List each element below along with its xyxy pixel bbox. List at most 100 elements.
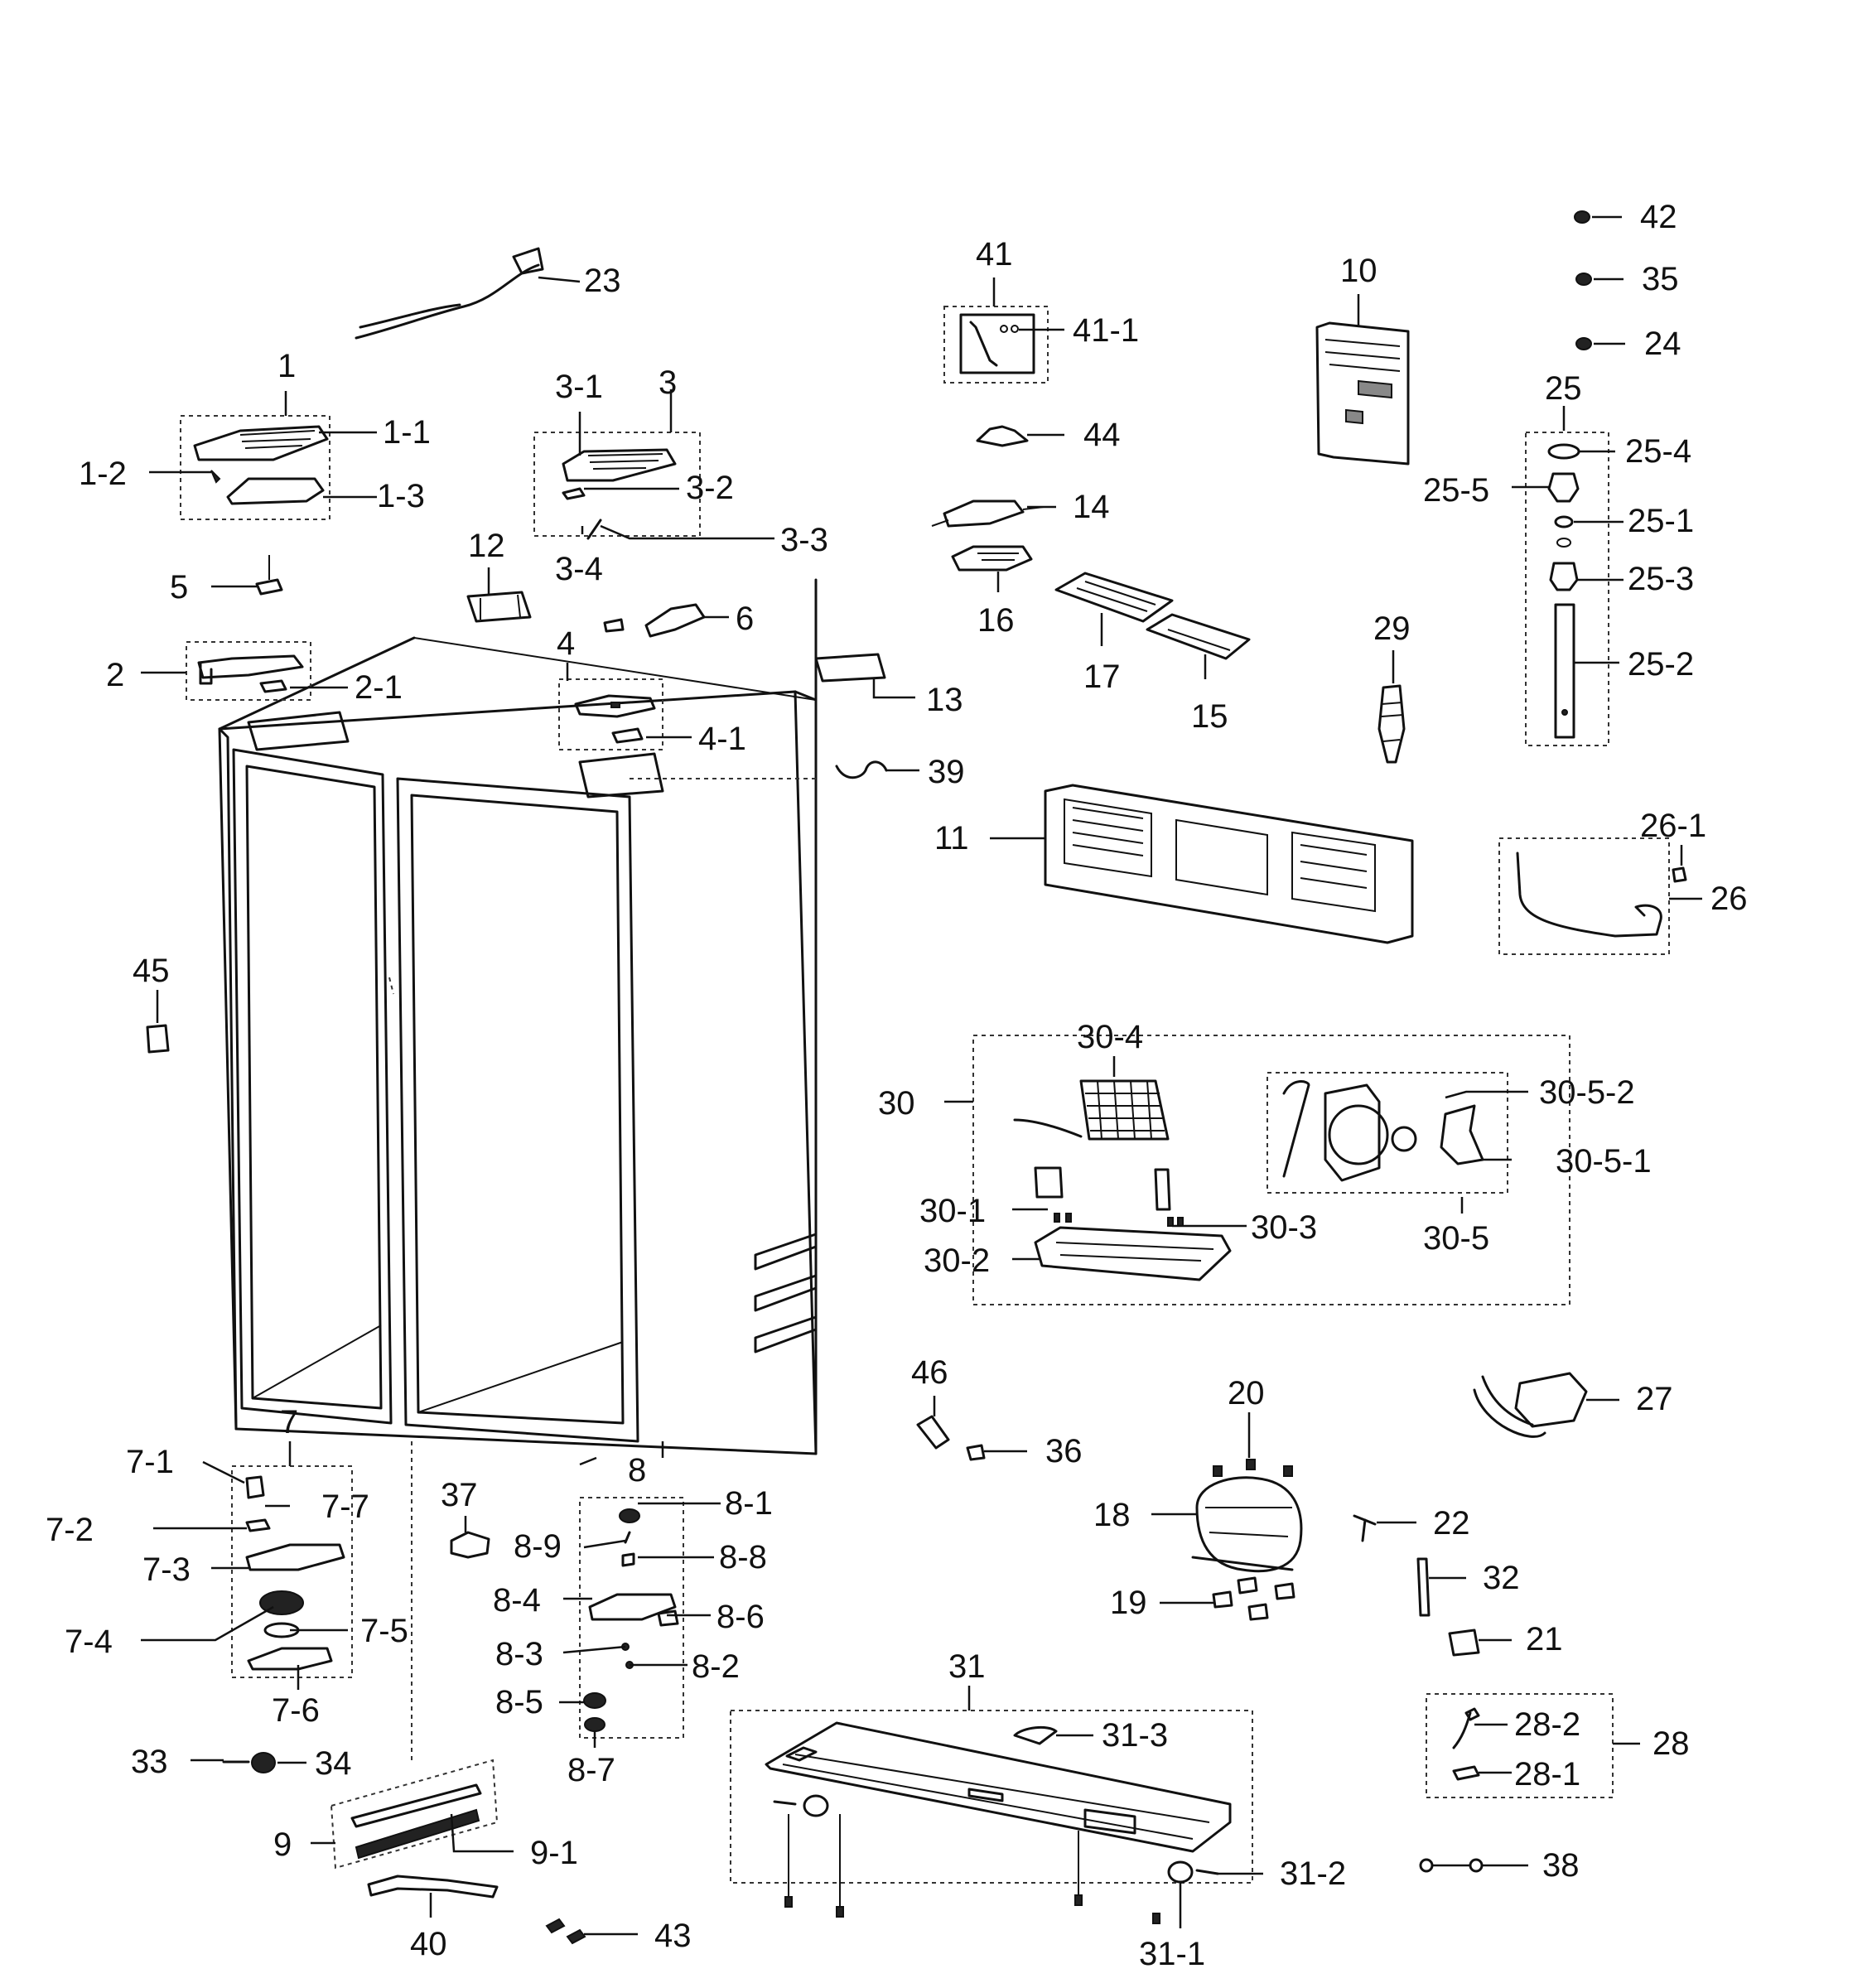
part-28-1 <box>1452 1765 1480 1781</box>
part-11 <box>1044 784 1414 944</box>
part-8-7 <box>584 1717 606 1732</box>
label-25-4: 25-4 <box>1625 433 1691 470</box>
label-8: 8 <box>628 1452 646 1489</box>
part-8-5 <box>583 1692 606 1709</box>
label-1-1: 1-1 <box>383 414 431 451</box>
label-26-1: 26-1 <box>1640 808 1706 844</box>
label-30-3: 30-3 <box>1251 1209 1317 1246</box>
part-20-bolts <box>1213 1459 1293 1477</box>
part-39 <box>835 760 888 779</box>
part-31-3 <box>1013 1725 1058 1745</box>
label-8-1: 8-1 <box>725 1485 773 1522</box>
label-26: 26 <box>1710 881 1748 917</box>
label-30-1: 30-1 <box>919 1193 986 1229</box>
part-1-3-plate <box>226 477 325 505</box>
label-21: 21 <box>1526 1621 1563 1657</box>
group-box-2 <box>186 641 311 701</box>
label-24: 24 <box>1644 326 1681 362</box>
group-box-41 <box>943 306 1049 384</box>
label-3-1: 3-1 <box>555 369 603 405</box>
label-37: 37 <box>441 1477 478 1513</box>
label-8-3: 8-3 <box>495 1636 543 1672</box>
part-17 <box>1054 572 1174 623</box>
label-35: 35 <box>1642 261 1679 297</box>
label-15: 15 <box>1191 698 1228 735</box>
label-30-2: 30-2 <box>924 1242 990 1279</box>
part-29 <box>1377 684 1406 764</box>
label-6: 6 <box>736 601 754 637</box>
label-38: 38 <box>1542 1847 1580 1884</box>
part-24 <box>1575 337 1592 350</box>
group-box-7 <box>231 1465 353 1678</box>
label-7-5: 7-5 <box>360 1613 408 1649</box>
part-4 <box>574 694 656 718</box>
label-9: 9 <box>273 1826 292 1863</box>
part-2 <box>197 654 304 679</box>
part-16 <box>951 545 1033 572</box>
label-41-1: 41-1 <box>1073 312 1139 349</box>
label-9-1: 9-1 <box>530 1835 578 1871</box>
label-41: 41 <box>976 236 1013 273</box>
part-37 <box>450 1531 490 1559</box>
label-10: 10 <box>1340 253 1377 289</box>
label-3-4: 3-4 <box>555 551 603 587</box>
part-18-compressor <box>1195 1476 1303 1573</box>
label-29: 29 <box>1373 610 1411 647</box>
cabinet <box>218 578 818 1455</box>
label-45: 45 <box>133 953 170 989</box>
group-box-30-5 <box>1266 1072 1508 1194</box>
label-3: 3 <box>659 364 677 401</box>
label-4: 4 <box>557 625 575 662</box>
label-1-3: 1-3 <box>377 478 425 514</box>
label-25-2: 25-2 <box>1628 646 1694 683</box>
part-27 <box>1514 1372 1588 1428</box>
label-30-5-2: 30-5-2 <box>1539 1074 1635 1111</box>
part-8-4 <box>588 1593 677 1621</box>
part-9 <box>350 1783 482 1828</box>
label-18: 18 <box>1093 1497 1131 1533</box>
label-31-1: 31-1 <box>1139 1936 1205 1972</box>
part-36 <box>966 1444 986 1461</box>
part-9-1 <box>355 1808 480 1860</box>
part-43 <box>545 1918 586 1945</box>
label-7: 7 <box>280 1404 298 1440</box>
label-8-5: 8-5 <box>495 1684 543 1720</box>
part-30-5-1-fan-blade <box>1440 1104 1484 1165</box>
group-box-4 <box>558 678 663 750</box>
label-8-4: 8-4 <box>493 1582 541 1619</box>
label-36: 36 <box>1045 1433 1083 1469</box>
label-28-1: 28-1 <box>1514 1756 1580 1793</box>
label-33: 33 <box>131 1744 168 1780</box>
label-30: 30 <box>878 1085 915 1122</box>
label-7-6: 7-6 <box>272 1692 320 1729</box>
part-28-2 <box>1452 1707 1480 1749</box>
group-box-30 <box>972 1035 1570 1305</box>
label-16: 16 <box>977 602 1015 639</box>
label-20: 20 <box>1228 1375 1265 1411</box>
part-7-6 <box>247 1647 333 1671</box>
label-44: 44 <box>1083 417 1121 453</box>
label-7-2: 7-2 <box>46 1512 94 1548</box>
part-21 <box>1448 1629 1480 1657</box>
label-31-3: 31-3 <box>1102 1717 1168 1754</box>
label-1: 1 <box>277 348 296 384</box>
label-27: 27 <box>1636 1381 1673 1417</box>
part-38 <box>1419 1858 1434 1873</box>
label-30-5-1: 30-5-1 <box>1556 1143 1652 1180</box>
group-box-25 <box>1525 432 1609 746</box>
label-7-4: 7-4 <box>65 1624 113 1660</box>
label-8-8: 8-8 <box>719 1539 767 1575</box>
label-39: 39 <box>928 754 965 790</box>
label-8-2: 8-2 <box>692 1648 740 1685</box>
label-3-3: 3-3 <box>780 522 828 558</box>
label-2-1: 2-1 <box>355 669 403 706</box>
part-3-1 <box>562 448 677 482</box>
label-40: 40 <box>410 1926 447 1962</box>
label-25-3: 25-3 <box>1628 561 1694 597</box>
label-13: 13 <box>926 682 963 718</box>
label-8-9: 8-9 <box>514 1528 562 1565</box>
group-box-8 <box>579 1497 684 1739</box>
label-22: 22 <box>1433 1505 1470 1542</box>
part-6 <box>644 603 706 638</box>
part-46 <box>916 1415 950 1450</box>
